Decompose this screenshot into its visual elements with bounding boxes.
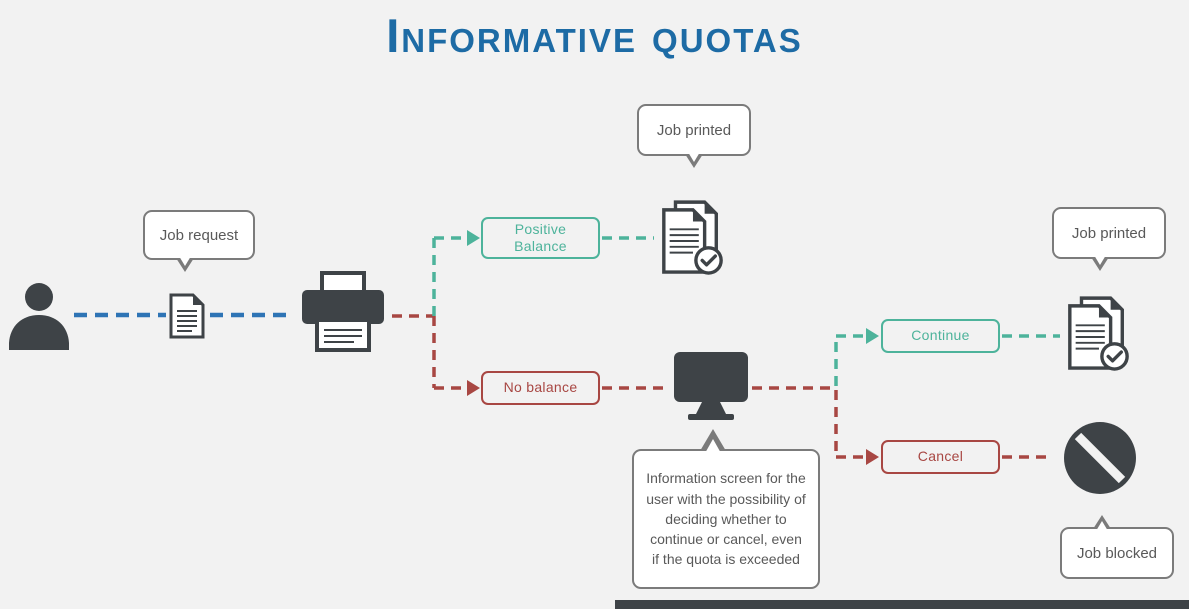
bubble-tail <box>176 256 194 272</box>
positive-balance-box: Positive Balance <box>481 217 600 259</box>
job-printed-right-bubble: Job printed <box>1052 207 1166 271</box>
continue-label: Continue <box>911 327 970 344</box>
positive-balance-label: Positive Balance <box>514 220 567 255</box>
monitor-icon <box>672 350 750 422</box>
info-screen-bubble: Information screen for the user with the… <box>632 429 820 589</box>
cancel-box: Cancel <box>881 440 1000 474</box>
no-balance-box: No balance <box>481 371 600 405</box>
continue-box: Continue <box>881 319 1000 353</box>
job-blocked-bubble: Job blocked <box>1060 515 1174 579</box>
no-balance-label: No balance <box>503 379 578 396</box>
bubble-tail <box>700 429 726 455</box>
job-request-bubble: Job request <box>143 210 255 272</box>
printed-documents-check-icon <box>1064 294 1132 378</box>
bottom-accent-bar <box>615 600 1189 609</box>
job-printed-right-label: Job printed <box>1071 224 1147 242</box>
bubble-tail <box>1091 255 1109 271</box>
job-blocked-label: Job blocked <box>1076 544 1158 562</box>
job-request-label: Job request <box>159 226 239 244</box>
user-silhouette-icon <box>6 280 72 350</box>
page-title: Informative quotas <box>386 9 803 62</box>
cancel-label: Cancel <box>917 448 964 465</box>
bubble-tail <box>685 152 703 168</box>
arrowhead-continue <box>866 328 879 344</box>
job-printed-top-bubble: Job printed <box>637 104 751 168</box>
printed-documents-check-icon <box>658 198 726 282</box>
document-icon <box>168 293 206 339</box>
job-printed-top-label: Job printed <box>656 121 732 139</box>
arrowhead-positive-balance <box>467 230 480 246</box>
bubble-tail <box>1093 515 1111 531</box>
arrowhead-no-balance <box>467 380 480 396</box>
printer-icon <box>298 270 388 356</box>
info-screen-text: Information screen for the user with the… <box>646 470 806 568</box>
blocked-icon <box>1062 420 1138 496</box>
arrowhead-cancel <box>866 449 879 465</box>
